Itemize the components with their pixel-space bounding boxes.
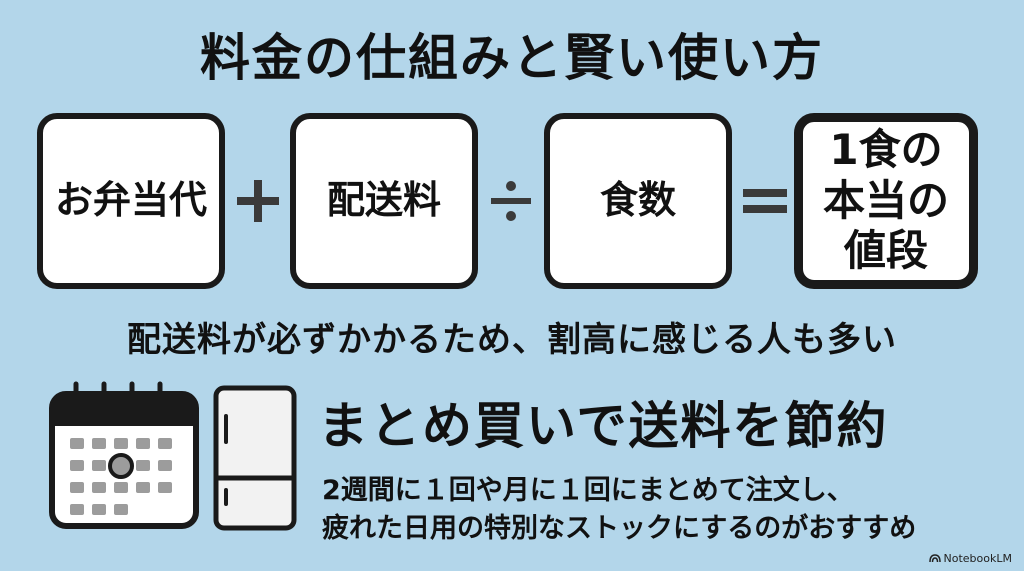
refrigerator-icon bbox=[212, 384, 298, 534]
note-text: 配送料が必ずかかるため、割高に感じる人も多い bbox=[127, 320, 897, 360]
watermark-text: NotebookLM bbox=[943, 552, 1012, 565]
term-meal-count: 食数 bbox=[544, 113, 732, 289]
tip-line-2: 疲れた日用の特別なストックにするのがおすすめ bbox=[322, 513, 917, 544]
tip-heading: まとめ買いで送料を節約 bbox=[318, 397, 889, 455]
term-bento-price: お弁当代 bbox=[37, 113, 225, 289]
tip-line-1: 2週間に１回や月に１回にまとめて注文し、 bbox=[322, 475, 854, 506]
term-label: 食数 bbox=[599, 178, 676, 223]
term-true-price-per-meal: 1食の 本当の 値段 bbox=[794, 113, 978, 289]
term-label: 配送料 bbox=[326, 178, 441, 223]
equals-icon bbox=[734, 113, 796, 289]
term-label: 1食の 本当の 値段 bbox=[822, 125, 949, 276]
term-delivery-fee: 配送料 bbox=[290, 113, 478, 289]
page-title: 料金の仕組みと賢い使い方 bbox=[200, 29, 824, 87]
divide-icon bbox=[480, 113, 542, 289]
plus-icon bbox=[228, 113, 288, 289]
term-label: お弁当代 bbox=[54, 178, 207, 223]
watermark: NotebookLM bbox=[928, 552, 1012, 565]
calendar-icon bbox=[48, 380, 200, 530]
notebooklm-logo-icon bbox=[928, 554, 941, 563]
